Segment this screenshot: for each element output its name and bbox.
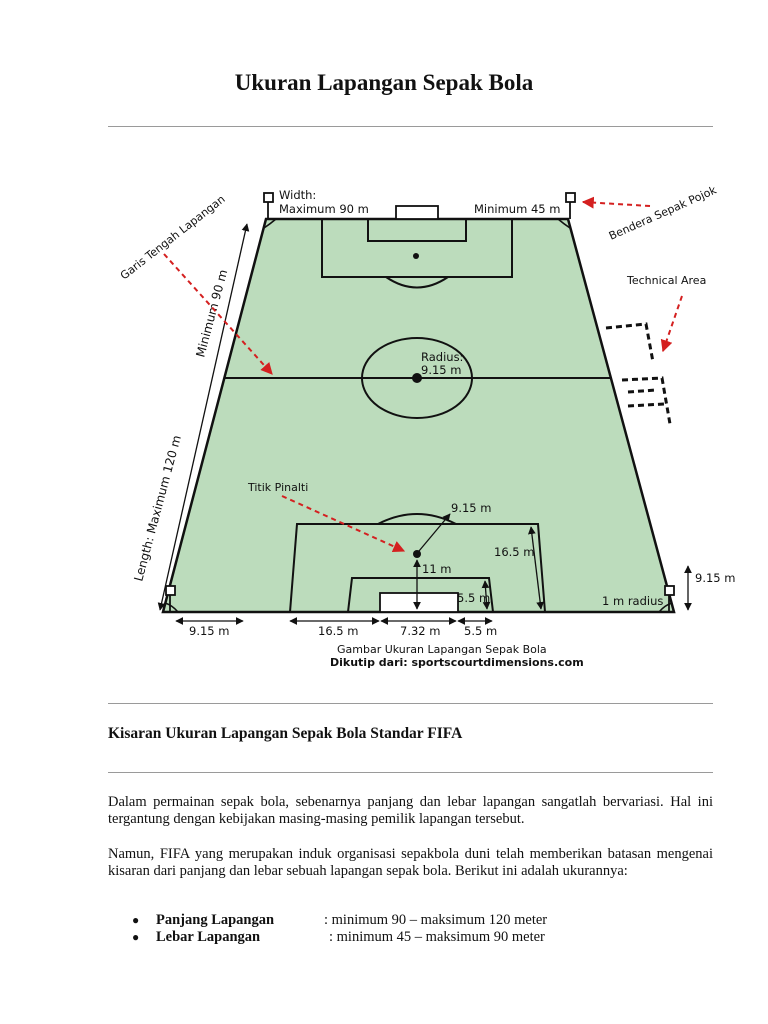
corner-arc-tl bbox=[263, 218, 277, 229]
field-diagram: Width: Maximum 90 m Minimum 45 m Minimum… bbox=[118, 183, 736, 669]
arc-radius-label: 9.15 m bbox=[451, 501, 491, 515]
length-dimension-arrow bbox=[157, 223, 250, 611]
list-item-label: Lebar Lapangan bbox=[156, 929, 261, 945]
corner-side-label: 9.15 m bbox=[695, 571, 735, 585]
bottom-goal bbox=[379, 592, 459, 613]
top-goal-area bbox=[367, 219, 467, 242]
arc-radius-arrow bbox=[418, 513, 451, 552]
length-min-label: Minimum 90 m bbox=[193, 268, 230, 359]
dim-goal-area-label: 5.5 m bbox=[464, 624, 497, 638]
dim-goal-label: 7.32 m bbox=[400, 624, 440, 638]
corner-flag-annotation: Bendera Sepak Pojok bbox=[607, 183, 719, 242]
goal-area-depth-label: 5.5 m bbox=[457, 591, 490, 605]
top-penalty-spot bbox=[413, 253, 419, 259]
figure-caption-line1: Gambar Ukuran Lapangan Sepak Bola bbox=[337, 643, 547, 656]
corner-flag-tr bbox=[565, 192, 576, 219]
paragraph-2: Namun, FIFA yang merupakan induk organis… bbox=[108, 846, 713, 879]
width-max: Maximum 90 m bbox=[279, 202, 369, 216]
spot-distance-label: 11 m bbox=[422, 562, 452, 576]
corner-flag-br bbox=[664, 585, 675, 612]
penalty-depth-label: 16.5 m bbox=[494, 545, 534, 559]
divider bbox=[108, 126, 713, 127]
list-item-value: : minimum 90 – maksimum 120 meter bbox=[324, 912, 548, 928]
penalty-spot-annotation: Titik Pinalti bbox=[247, 481, 308, 494]
figure-caption-line2: Dikutip dari: sportscourtdimensions.com bbox=[330, 656, 584, 669]
technical-area-annotation: Technical Area bbox=[626, 274, 706, 287]
width-title: Width: bbox=[279, 188, 316, 202]
page-title: Ukuran Lapangan Sepak Bola bbox=[234, 70, 534, 95]
dim-penalty-label: 16.5 m bbox=[318, 624, 358, 638]
center-circle bbox=[361, 337, 473, 419]
center-line-annotation: Garis Tengah Lapangan bbox=[118, 193, 228, 283]
bullet-icon: ● bbox=[132, 930, 140, 944]
dim-corner-label: 9.15 m bbox=[189, 624, 229, 638]
corner-flag-tl bbox=[263, 192, 274, 219]
section-heading: Kisaran Ukuran Lapangan Sepak Bola Stand… bbox=[108, 725, 463, 742]
penalty-depth-arrow bbox=[527, 526, 545, 610]
paragraph-1: Dalam permainan sepak bola, sebenarnya p… bbox=[108, 794, 713, 827]
top-penalty-area bbox=[321, 219, 513, 278]
penalty-spot-pointer bbox=[281, 495, 406, 553]
radius-value: 9.15 m bbox=[421, 363, 461, 377]
radius-title: Radius: bbox=[421, 350, 463, 364]
corner-arc-tr bbox=[557, 218, 571, 229]
bottom-penalty-spot bbox=[413, 550, 421, 558]
corner-radius-label: 1 m radius bbox=[602, 594, 663, 608]
bullet-icon: ● bbox=[132, 913, 140, 927]
list-item-value: : minimum 45 – maksimum 90 meter bbox=[329, 929, 545, 945]
technical-area-pointer bbox=[660, 295, 683, 353]
divider bbox=[108, 772, 713, 773]
technical-area-markings bbox=[605, 322, 672, 425]
divider bbox=[108, 703, 713, 704]
top-goal bbox=[395, 205, 439, 220]
list-item-label: Panjang Lapangan bbox=[156, 912, 275, 928]
corner-arc-br bbox=[658, 602, 673, 613]
goal-area-depth-arrow bbox=[481, 580, 491, 610]
corner-flag-pointer bbox=[581, 196, 651, 209]
top-penalty-arc bbox=[385, 276, 449, 289]
center-spot bbox=[412, 373, 422, 383]
width-min: Minimum 45 m bbox=[474, 202, 560, 216]
